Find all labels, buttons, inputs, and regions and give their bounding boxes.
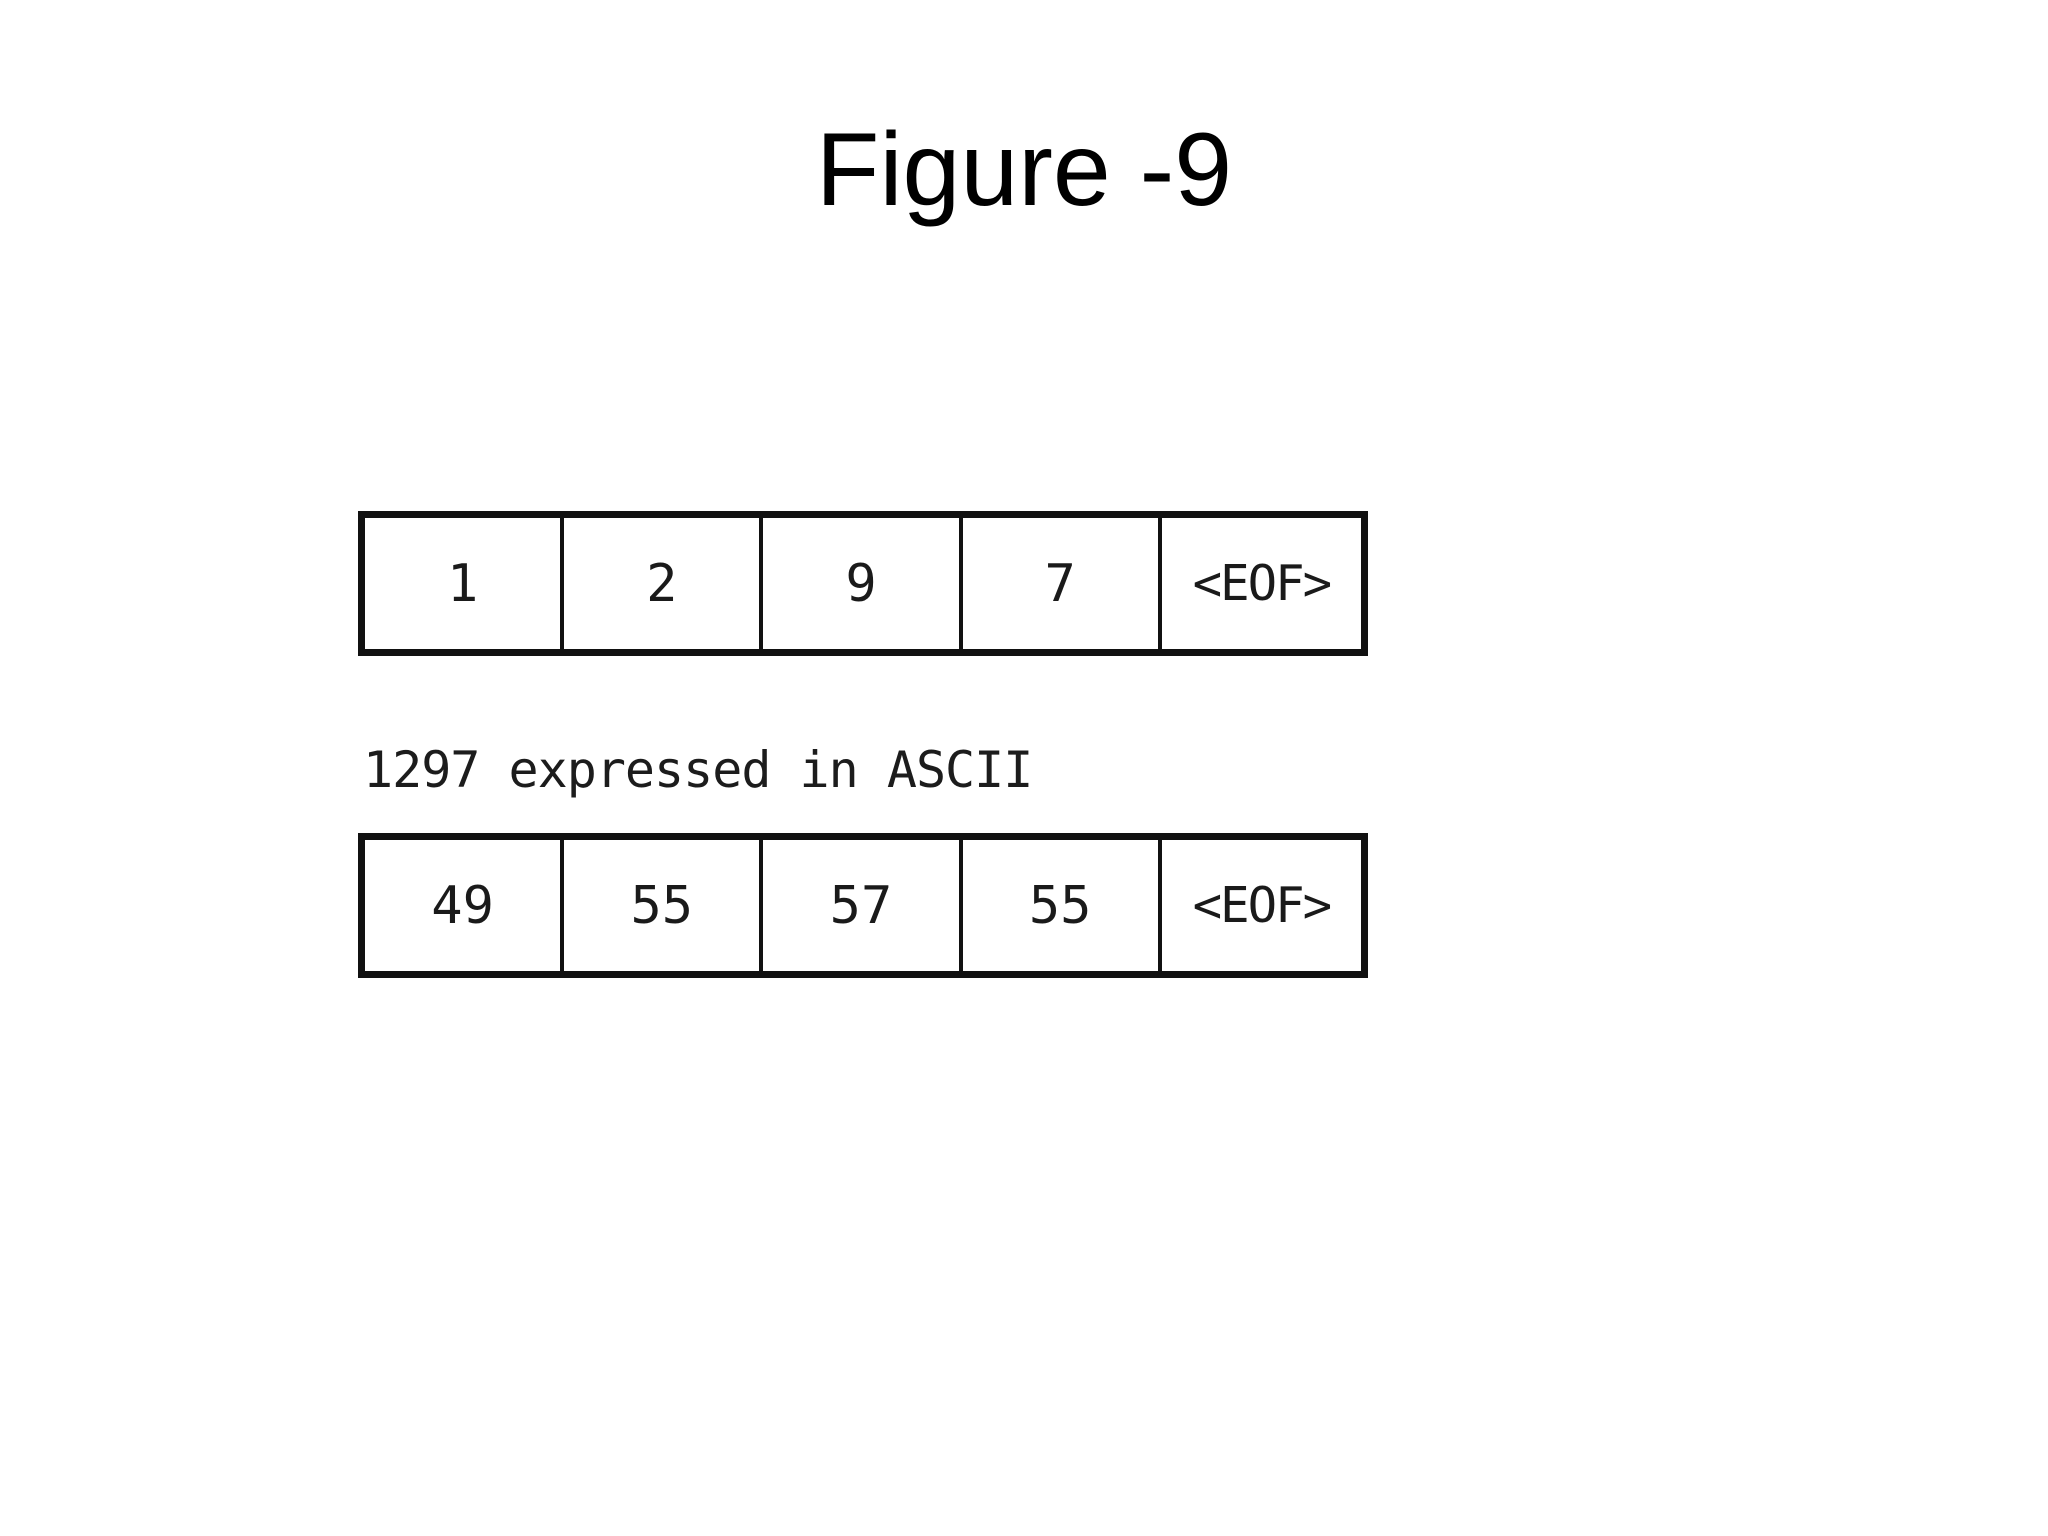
array-cell: 7 — [962, 518, 1162, 649]
array-cell: 57 — [763, 840, 963, 971]
array-cell: 55 — [564, 840, 764, 971]
figure-caption: 1297 expressed in ASCII — [363, 741, 1033, 799]
array-cell: 1 — [365, 518, 565, 649]
array-cell: 55 — [962, 840, 1162, 971]
array-cell: 49 — [365, 840, 565, 971]
array-cell: 2 — [564, 518, 764, 649]
array-cell-eof: <EOF> — [1161, 518, 1361, 649]
array-cell-eof: <EOF> — [1161, 840, 1361, 971]
character-array: 1 2 9 7 <EOF> — [358, 511, 1368, 656]
page-title: Figure -9 — [815, 112, 1233, 228]
array-cell: 9 — [763, 518, 963, 649]
ascii-code-array: 49 55 57 55 <EOF> — [358, 833, 1368, 978]
